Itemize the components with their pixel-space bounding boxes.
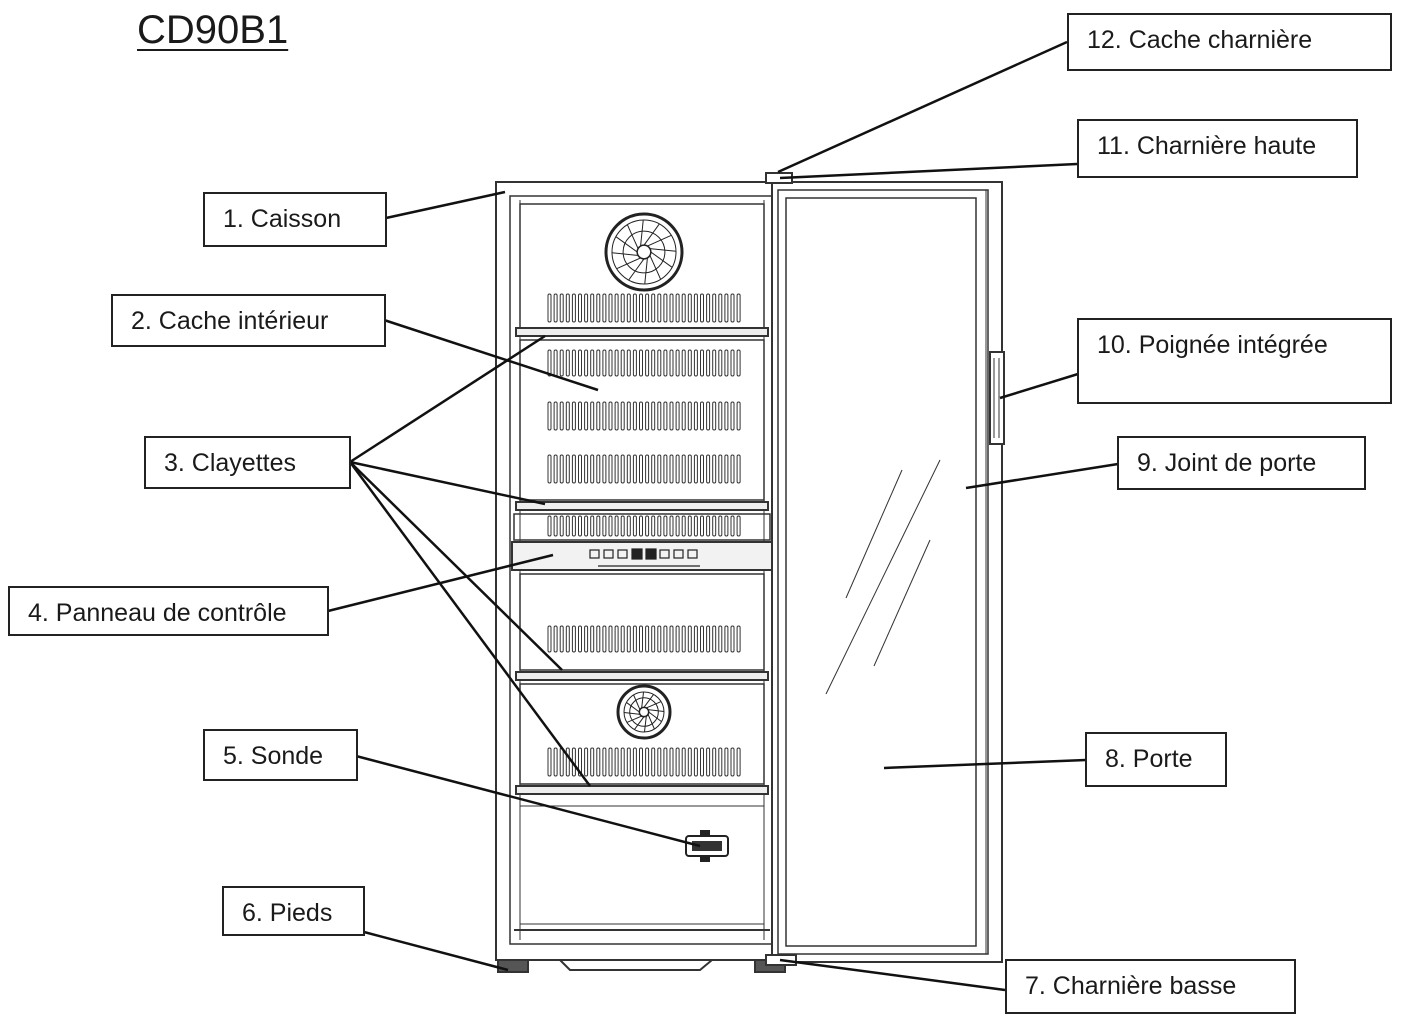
label-caisson: 1. Caisson <box>203 192 387 247</box>
model-title: CD90B1 <box>137 8 289 52</box>
label-clayettes: 3. Clayettes <box>144 436 351 489</box>
label-pieds: 6. Pieds <box>222 886 365 936</box>
control-buttons <box>589 548 700 567</box>
temperature-probe <box>685 830 729 862</box>
fan-grilles <box>604 212 684 740</box>
label-joint-de-porte: 9. Joint de porte <box>1117 436 1366 490</box>
label-poignee-integree: 10. Poignée intégrée <box>1077 318 1392 404</box>
vent-slots <box>547 293 741 777</box>
label-sonde: 5. Sonde <box>203 729 358 781</box>
leader-lines <box>327 40 1119 992</box>
label-charniere-basse: 7. Charnière basse <box>1005 959 1296 1014</box>
label-charniere-haute: 11. Charnière haute <box>1077 119 1358 178</box>
label-panneau-de-controle: 4. Panneau de contrôle <box>8 586 329 636</box>
cabinet-body <box>495 181 786 973</box>
glass-door <box>765 172 1005 966</box>
label-cache-interieur: 2. Cache intérieur <box>111 294 386 347</box>
label-porte: 8. Porte <box>1085 732 1227 787</box>
label-cache-charniere: 12. Cache charnière <box>1067 13 1392 71</box>
